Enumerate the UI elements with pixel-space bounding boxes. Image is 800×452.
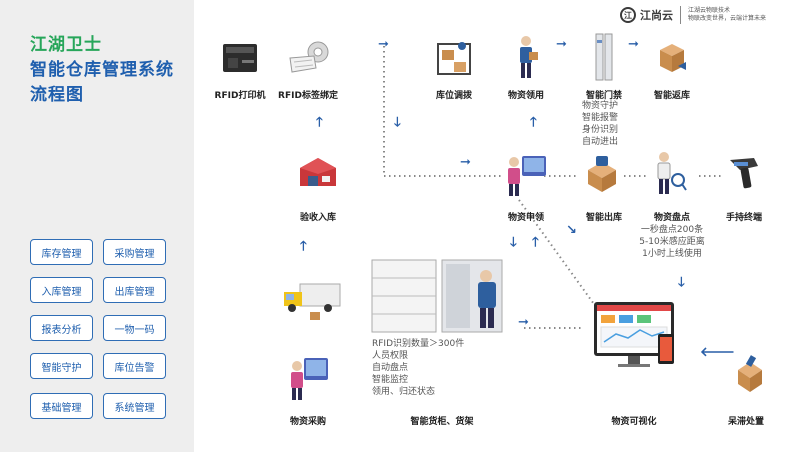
flow-diagram: 江 江尚云 江湖云物联技术 物联改变世界，云端计算未来 RFID打印机 RF [194, 0, 800, 452]
cabinet-feature-monitor: 智能监控 [372, 375, 409, 385]
label-material-apply: 物资申领 [507, 213, 545, 223]
logo-divider [680, 6, 681, 24]
smart-return-icon [660, 44, 686, 72]
gate-feature-guard: 物资守护 [582, 101, 619, 111]
label-handheld: 手持终端 [725, 213, 763, 223]
arrow-left-icon: 🡐 [700, 345, 735, 360]
menu-one-item-one-code[interactable]: 一物一码 [103, 315, 166, 341]
label-smart-gate: 智能门禁 [585, 91, 623, 101]
scrap-disposal-icon [738, 355, 762, 392]
check-features: 一秒盘点200条 5-10米感应距离 1小时上线使用 [639, 224, 704, 260]
menu-inventory-management[interactable]: 库存管理 [30, 239, 93, 265]
smart-out-icon [588, 156, 616, 192]
label-inspection-in: 验收入库 [299, 213, 337, 223]
menu-outbound-management[interactable]: 出库管理 [103, 277, 166, 303]
cabinet-features: RFID识别数量＞300件 人员权限 自动盘点 智能监控 领用、归还状态 [372, 338, 464, 398]
material-apply-icon [508, 156, 546, 196]
rfid-printer-icon [223, 44, 257, 72]
smart-gate-icon [595, 33, 613, 81]
cabinet-feature-capacity: RFID识别数量＞300件 [372, 339, 465, 349]
menu-purchase-management[interactable]: 采购管理 [103, 239, 166, 265]
cabinet-feature-auto-check: 自动盘点 [372, 363, 409, 373]
inventory-check-icon [657, 152, 687, 194]
arrow-down-icon: 🡓 [678, 275, 685, 290]
link-apply-to-visual [518, 199, 605, 319]
label-scrap: 呆滞处置 [727, 417, 765, 427]
menu-report-analysis[interactable]: 报表分析 [30, 315, 93, 341]
menu-inbound-management[interactable]: 入库管理 [30, 277, 93, 303]
check-feature-speed: 一秒盘点200条 [640, 225, 704, 235]
check-feature-deploy: 1小时上线使用 [642, 249, 702, 259]
arrow-up-icon: 🡑 [530, 115, 537, 130]
arrow-right-icon: ➞ [556, 37, 567, 52]
cabinet-feature-permission: 人员权限 [372, 351, 409, 361]
arrow-right-icon: ➞ [378, 37, 389, 52]
gate-feature-identity: 身份识别 [582, 125, 619, 135]
label-rfid-printer: RFID打印机 [214, 91, 266, 101]
gate-features: 物资守护 智能报警 身份识别 自动进出 [582, 100, 618, 148]
title-flowchart: 流程图 [30, 85, 84, 105]
rfid-label-roll-icon [289, 41, 329, 73]
menu-location-alarm[interactable]: 库位告警 [103, 353, 166, 379]
arrow-right-icon: ➞ [460, 155, 471, 170]
menu-basic-management[interactable]: 基础管理 [30, 393, 93, 419]
logo-name: 江尚云 [640, 9, 673, 22]
label-purchase: 物资采购 [289, 417, 327, 427]
label-location-transfer: 库位调拨 [435, 91, 473, 101]
arrow-up-icon: 🡑 [316, 115, 323, 130]
visualization-monitor-icon [594, 302, 674, 367]
label-smart-return: 智能返库 [653, 91, 691, 101]
arrow-up-icon: 🡑 [532, 235, 539, 250]
brand-logo: 江 江尚云 江湖云物联技术 物联改变世界，云端计算未来 [620, 6, 766, 24]
check-feature-distance: 5-10米感应距离 [639, 237, 705, 247]
purchase-person-icon [291, 358, 328, 400]
material-claim-person-icon [520, 36, 538, 78]
cabinet-feature-status: 领用、归还状态 [372, 387, 436, 397]
gate-feature-auto: 自动进出 [582, 137, 619, 147]
label-material-claim: 物资领用 [507, 91, 545, 101]
label-rfid-binding: RFID标签绑定 [278, 91, 338, 101]
link-return-to-apply [383, 46, 504, 177]
label-smart-out: 智能出库 [585, 213, 623, 223]
label-inventory-check: 物资盘点 [653, 213, 691, 223]
logo-tagline-2: 物联改变世界，云端计算未来 [688, 15, 767, 22]
arrow-down-right-icon: ↘ [566, 223, 577, 238]
connector-lines [383, 46, 724, 329]
smart-cabinet-icon [371, 259, 503, 333]
menu-smart-guard[interactable]: 智能守护 [30, 353, 93, 379]
warehouse-icon [300, 158, 336, 186]
label-smart-cabinet: 智能货柜、货架 [410, 417, 474, 427]
arrow-up-icon: 🡑 [300, 239, 307, 254]
arrow-right-icon: ➞ [628, 37, 639, 52]
arrow-down-icon: 🡓 [510, 235, 517, 250]
handheld-terminal-icon [730, 158, 758, 189]
title-brand: 江湖卫士 [30, 35, 102, 55]
gate-feature-alarm: 智能报警 [582, 113, 619, 123]
location-transfer-icon [437, 42, 471, 75]
logo-mark-icon: 江 [620, 7, 636, 23]
logo-tagline-1: 江湖云物联技术 [688, 7, 731, 14]
arrow-down-icon: 🡓 [394, 115, 401, 130]
label-visualization: 物资可视化 [611, 417, 657, 427]
purchase-truck-icon [284, 283, 341, 320]
arrow-right-icon: ➞ [518, 315, 529, 330]
logo-tagline: 江湖云物联技术 物联改变世界，云端计算未来 [688, 7, 766, 23]
sidebar: 江湖卫士 智能仓库管理系统 流程图 库存管理 采购管理 入库管理 出库管理 报表… [0, 0, 194, 452]
title-system: 智能仓库管理系统 [30, 60, 174, 80]
menu-system-management[interactable]: 系统管理 [103, 393, 166, 419]
